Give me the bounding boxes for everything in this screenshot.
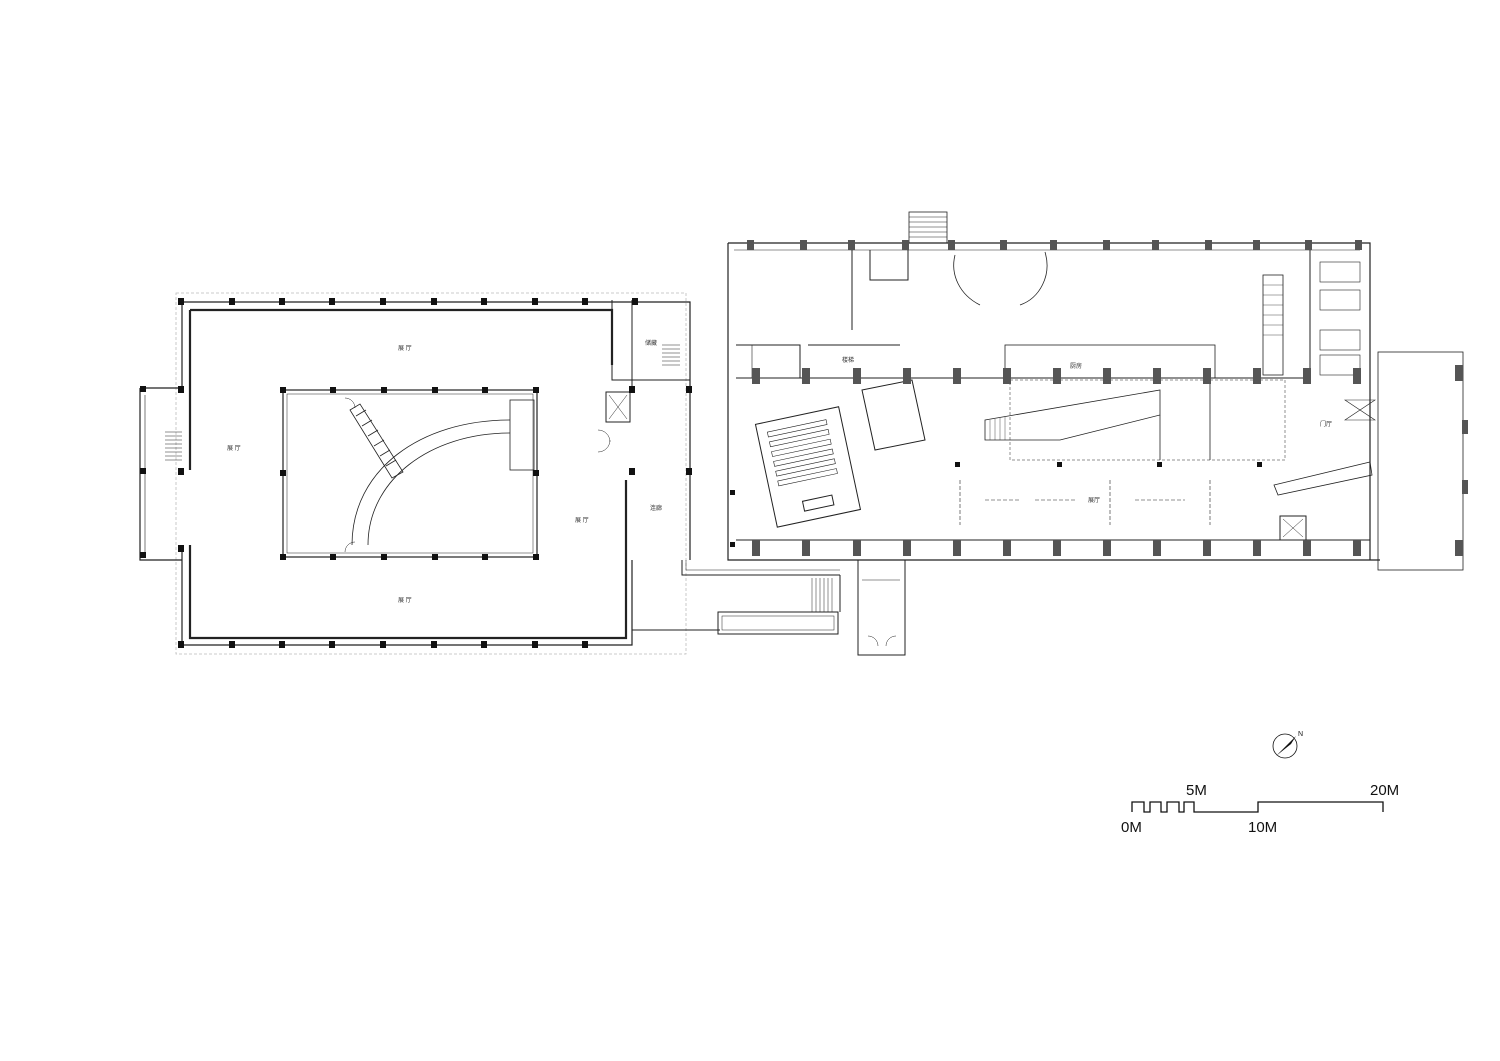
room-label-hall-west: 展 厅 — [227, 445, 241, 452]
room-label-east-hall: 展厅 — [1088, 497, 1100, 504]
scale-label-10m: 10M — [1248, 819, 1277, 836]
room-label-hall-south: 展 厅 — [398, 597, 412, 604]
scale-label-20m: 20M — [1370, 782, 1399, 799]
room-label-pantry: 厨房 — [1070, 362, 1082, 370]
scale-label-0m: 0M — [1121, 819, 1142, 836]
east-columns — [747, 240, 1468, 556]
scale-bar-line — [1131, 801, 1384, 813]
east-inner-columns — [730, 462, 1262, 547]
compass-north-label: N — [1298, 731, 1303, 738]
room-label-hall-east: 展 厅 — [575, 517, 589, 524]
room-label-hall-north: 展 厅 — [398, 345, 412, 352]
north-arrow: N — [1272, 731, 1303, 759]
room-label-stair: 楼梯 — [842, 356, 854, 364]
west-columns — [140, 298, 692, 648]
room-label-storage: 储藏 — [645, 339, 657, 347]
scale-bar: 0M 5M 10M 20M — [1121, 782, 1399, 836]
west-building — [139, 292, 691, 655]
compass-needle-icon — [1276, 736, 1296, 756]
east-building — [727, 211, 1464, 571]
compass-circle — [1272, 733, 1298, 759]
scale-label-5m: 5M — [1186, 782, 1207, 799]
room-label-lobby: 门厅 — [1320, 420, 1332, 428]
room-label-corridor: 连廊 — [650, 504, 662, 512]
connecting-corridor — [632, 560, 906, 656]
